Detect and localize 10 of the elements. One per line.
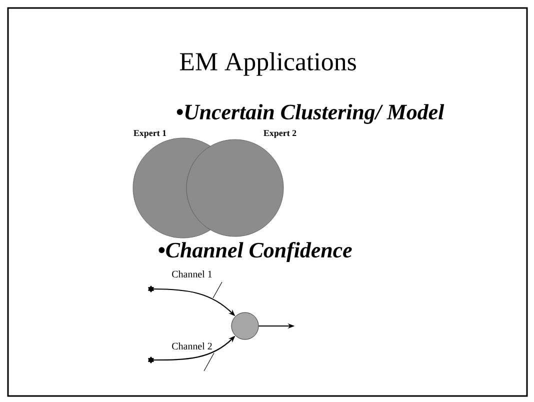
node-label: Expert 2 [264,130,296,138]
title: EM Applications [180,52,356,76]
input-star [148,286,154,292]
edge-label: Channel 2 [170,342,214,350]
edge-label: Channel 1 [170,270,214,278]
bullet-heading: •Uncertain Clustering/ Model [176,104,444,124]
combiner-circle [231,312,259,340]
node-label: Expert 1 [134,130,166,138]
input-star [148,356,154,364]
bullet-heading: •Channel Confidence [158,242,352,262]
